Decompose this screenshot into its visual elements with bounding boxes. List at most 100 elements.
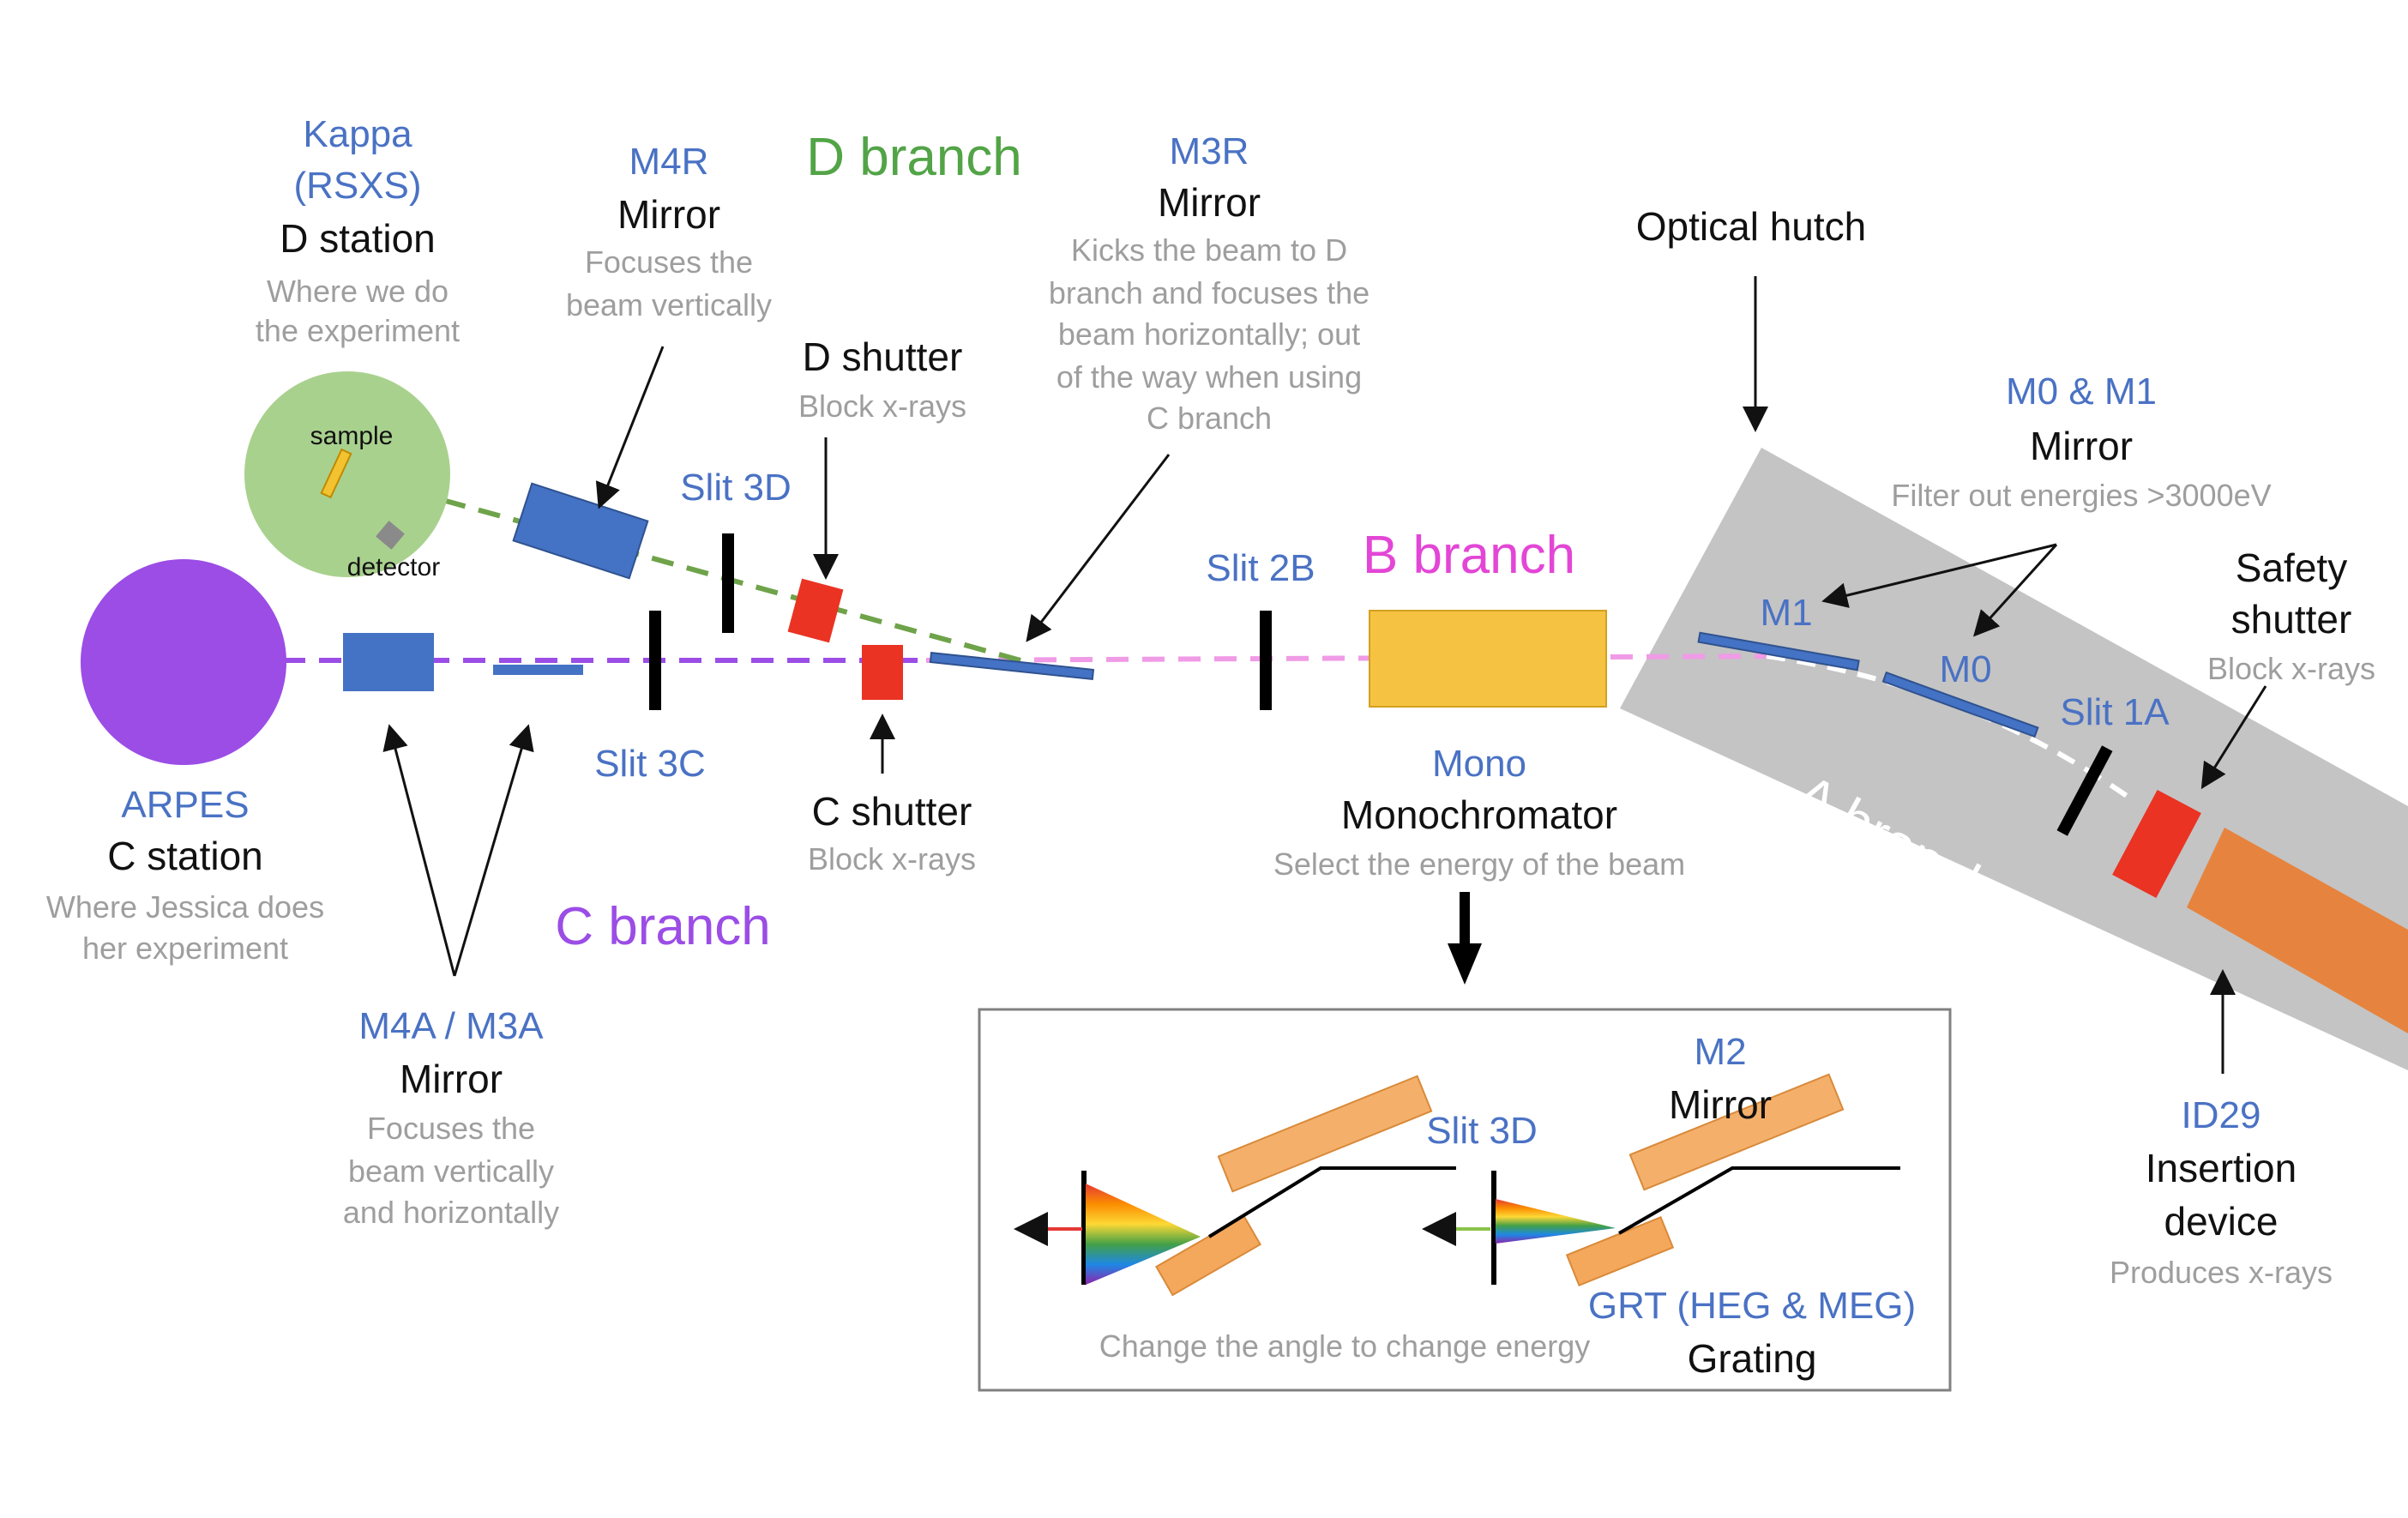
m0-arrow [1972,543,2058,637]
optical-hutch-panel [1620,448,2408,1070]
d-shutter-desc: Block x-rays [798,389,967,424]
d-branch-label: D branch [806,128,1022,187]
id29-desc: Produces x-rays [2109,1255,2333,1290]
m4a-m3a-desc-3: and horizontally [342,1195,560,1230]
mono-expand-arrow-shaft [1460,892,1470,945]
m1-label: M1 [1760,592,1813,634]
kappa-desc-1: Where we do [266,274,449,309]
slit-3c-bar [649,611,661,710]
inset-grt-type: Grating [1687,1336,1817,1381]
m3a-arrow [453,724,534,977]
safety-shutter-name-1: Safety [2235,545,2348,590]
inset-left-grating [1155,1214,1261,1297]
m3r-desc-2: branch and focuses the [1048,275,1370,310]
mono-name: Mono [1431,743,1527,785]
inset-right-grating [1565,1215,1675,1287]
m4a-m3a-name: M4A / M3A [358,1005,544,1047]
mono-type: Monochromator [1340,792,1618,837]
m4a-m3a-type: Mirror [399,1057,503,1101]
mono-desc: Select the energy of the beam [1273,846,1686,882]
safety-shutter-arrow [2200,685,2267,790]
inset-m2-type: Mirror [1668,1082,1773,1127]
arpes-name: ARPES [121,784,250,826]
inset-left-spectrum [1086,1184,1201,1285]
id29-insertion-device [2187,828,2408,1033]
id29-name: ID29 [2181,1094,2261,1136]
b-branch-label: B branch [1362,526,1576,585]
mono-expand-arrow-head [1448,943,1482,985]
m4a-m3a-desc-1: Focuses the [366,1111,536,1146]
m4r-mirror [512,482,649,580]
m4a-m3a-desc-2: beam vertically [347,1154,555,1189]
kappa-name-rsxs: (RSXS) [293,165,422,207]
detector-label: detector [346,553,441,581]
slit-2b-label: Slit 2B [1206,547,1315,589]
kappa-desc-2: the experiment [255,313,461,348]
m4r-desc-1: Focuses the [584,244,754,280]
monochromator-box [1369,610,1607,708]
c-shutter-desc: Block x-rays [807,841,977,876]
arpes-station [81,559,286,765]
m3r-arrow [1026,454,1171,642]
m4a-arrow [382,724,456,977]
inset-right-m2-mirror [1628,1073,1845,1191]
slit-1a-label: Slit 1A [2060,691,2170,733]
slit-2b-bar [1260,611,1272,710]
m1-arrow [1821,543,2057,608]
m0-mirror [1881,671,2039,738]
m3r-desc-5: C branch [1146,401,1273,436]
inset-m2-name: M2 [1694,1031,1747,1073]
slit-3d-bar [722,533,734,633]
m3r-type: Mirror [1157,180,1261,225]
m0m1-desc: Filter out energies >3000eV [1891,478,2272,513]
kappa-name: Kappa [303,113,412,155]
d-shutter-name: D shutter [802,334,963,379]
m0m1-type: Mirror [2029,424,2134,468]
m4r-type: Mirror [617,192,721,237]
slit-3d-label: Slit 3D [680,467,792,509]
m3a-mirror [493,665,583,675]
m3r-name: M3R [1169,130,1249,172]
m0-label: M0 [1939,648,1992,690]
m4r-desc-2: beam vertically [565,287,773,322]
sample-icon [320,448,352,499]
arpes-desc-1: Where Jessica does [45,889,325,925]
m4r-name: M4R [629,141,709,183]
slit-1a-bar [2056,745,2113,836]
inset-left-beam [1207,1166,1456,1238]
inset-left-m2-mirror [1217,1075,1433,1193]
detector-icon [376,521,405,550]
m0m1-name: M0 & M1 [2005,370,2158,413]
c-station-label: C station [107,834,263,878]
slit-3c-label: Slit 3C [594,743,706,785]
safety-shutter-name-2: shutter [2230,597,2352,642]
d-shutter-block [787,578,844,643]
inset-slit-label: Slit 3D [1426,1110,1538,1152]
m3r-desc-1: Kicks the beam to D [1070,232,1348,268]
m4r-arrow [595,346,665,509]
d-branch-beam [349,472,1021,663]
kappa-station [244,371,450,577]
c-shutter-block [862,645,903,700]
m1-mirror [1697,631,1860,672]
safety-shutter-block [2112,789,2201,899]
id29-type-2: device [2164,1199,2279,1244]
m3r-desc-3: beam horizontally; out [1057,316,1361,352]
m3r-mirror [929,651,1095,680]
m4a-mirror [343,633,434,691]
sample-label: sample [310,422,394,450]
optical-hutch-label: Optical hutch [1635,204,1867,249]
inset-grt-name: GRT (HEG & MEG) [1587,1285,1917,1327]
inset-right-spectrum [1496,1199,1616,1244]
c-branch-label: C branch [555,897,771,956]
inset-desc: Change the angle to change energy [1099,1328,1591,1364]
arpes-desc-2: her experiment [81,931,289,966]
inset-right-beam [1618,1166,1900,1235]
id29-type-1: Insertion [2145,1146,2297,1190]
safety-shutter-desc: Block x-rays [2206,651,2376,686]
grating-inset-box [978,1008,1952,1392]
m3r-desc-4: of the way when using [1056,359,1363,395]
d-station-label: D station [280,216,436,261]
c-shutter-name: C shutter [811,789,972,834]
